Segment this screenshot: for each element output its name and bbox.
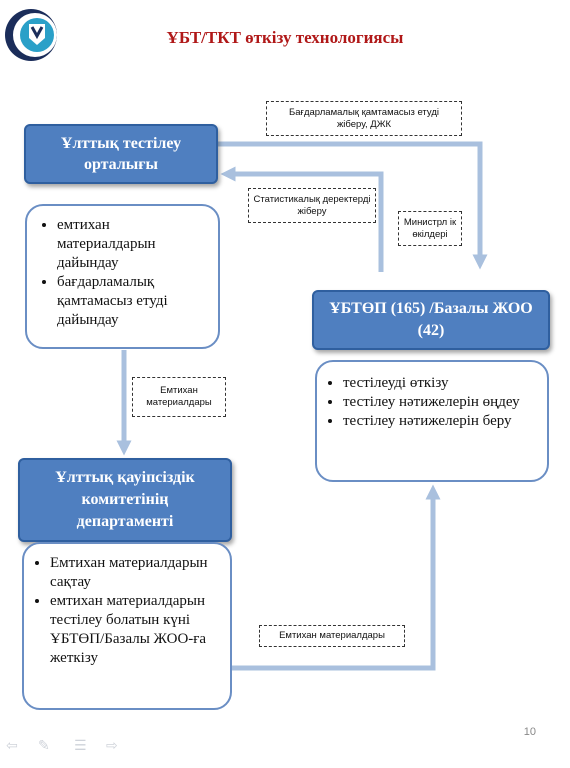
arrow-exam-up — [232, 484, 441, 671]
menu-icon[interactable]: ☰ — [74, 738, 87, 754]
label-exam-materials-1: Емтихан материалдары — [132, 377, 226, 417]
ntc-box: Ұлттық тестілеу орталығы — [24, 124, 218, 184]
nav-prev-icon[interactable]: ⇦ — [6, 738, 18, 754]
security-tasks-box: Емтихан материалдарын сақтау емтихан мат… — [22, 542, 232, 710]
security-box: Ұлттық қауіпсіздік комитетінің департаме… — [18, 458, 232, 542]
list-item: тестілеу нәтижелерін беру — [343, 412, 539, 431]
arrow-software — [218, 141, 488, 270]
page-title: ҰБТ/ТКТ өткізу технологиясы — [166, 28, 404, 47]
list-item: тестілеу нәтижелерін өңдеу — [343, 393, 539, 412]
ntc-tasks-box: емтихан материалдарын дайындау бағдарлам… — [25, 204, 220, 349]
pen-icon[interactable]: ✎ — [38, 738, 50, 754]
ubtop-tasks-box: тестілеуді өткізу тестілеу нәтижелерін ө… — [315, 360, 549, 482]
label-exam-materials-2: Емтихан материалдары — [259, 625, 405, 647]
ntc-box-label: Ұлттық тестілеу орталығы — [60, 135, 182, 173]
list-item: Емтихан материалдарын сақтау — [50, 554, 220, 592]
logo-icon — [5, 9, 57, 61]
page-number: 10 — [523, 726, 536, 738]
arrow-stats — [220, 166, 384, 272]
list-item: емтихан материалдарын тестілеу болатын к… — [50, 592, 220, 668]
nav-next-icon[interactable]: ⇨ — [106, 738, 118, 754]
label-software-send: Бағдарламалық қамтамасыз етуді жіберу, Д… — [266, 101, 462, 136]
label-stats-send: Статистикалық деректерді жіберу — [248, 188, 376, 223]
list-item: емтихан материалдарын дайындау — [57, 216, 206, 273]
list-item: бағдарламалық қамтамасыз етуді дайындау — [57, 273, 206, 330]
list-item: тестілеуді өткізу — [343, 374, 539, 393]
ubtop-box: ҰБТӨП (165) /Базалы ЖОО (42) — [312, 290, 550, 350]
ubtop-box-label: ҰБТӨП (165) /Базалы ЖОО (42) — [329, 300, 533, 339]
security-box-label: Ұлттық қауіпсіздік комитетінің департаме… — [55, 469, 195, 530]
label-ministry: Министрл ік өкілдері — [398, 211, 462, 246]
